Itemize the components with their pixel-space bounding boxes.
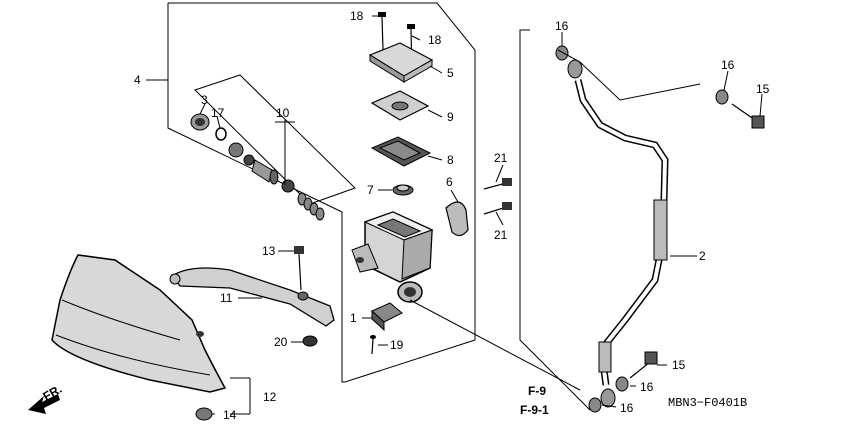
- hand-guard: [51, 254, 227, 421]
- callout-20: 20: [274, 335, 288, 349]
- callout-19: 19: [390, 338, 404, 352]
- callout-16-right: 16: [721, 58, 735, 72]
- callout-14: 14: [223, 408, 237, 422]
- callout-12: 12: [263, 390, 277, 404]
- callout-21-top: 21: [494, 151, 508, 165]
- callout-1: 1: [350, 311, 357, 325]
- callout-18-right: 18: [428, 33, 442, 47]
- callout-21-bottom: 21: [494, 228, 508, 242]
- callout-16-top: 16: [555, 19, 569, 33]
- callout-11: 11: [220, 291, 233, 305]
- callout-15-bottom: 15: [672, 358, 686, 372]
- callout-13: 13: [262, 244, 276, 258]
- callout-4: 4: [134, 73, 141, 87]
- front-marker: FR.: [41, 382, 65, 404]
- hose-outline: [409, 29, 701, 411]
- assembly-outline: [167, 2, 476, 383]
- reference-f9-1: F-9-1: [520, 403, 549, 417]
- callout-16-mid: 16: [640, 380, 654, 394]
- callout-6: 6: [446, 175, 453, 189]
- callout-16-bottom: 16: [620, 401, 634, 415]
- brake-lever: [169, 246, 335, 347]
- callout-18-top: 18: [350, 9, 364, 23]
- diagram-code: MBN3−F0401B: [668, 396, 747, 410]
- holder-clamp: [445, 178, 512, 237]
- callout-8: 8: [447, 153, 454, 167]
- oil-bolts: [629, 103, 765, 379]
- callout-labels: 18 18 5 9 8 7 4 3 17 10 6 21 21 13 11 1 …: [134, 9, 770, 422]
- callout-9: 9: [447, 110, 454, 124]
- leader-lines: [146, 15, 763, 415]
- callout-7: 7: [367, 183, 374, 197]
- callout-10: 10: [276, 106, 290, 120]
- front-arrow-icon: [28, 394, 60, 414]
- brake-hose: [567, 59, 669, 408]
- piston-group-outline: [194, 74, 356, 205]
- callout-2: 2: [699, 249, 706, 263]
- callout-3: 3: [201, 93, 208, 107]
- reference-f9: F-9: [528, 384, 546, 398]
- stop-switch: [370, 302, 403, 355]
- sealing-washers: [555, 45, 729, 413]
- master-cylinder-body: [351, 211, 434, 303]
- reservoir-cap-parts: [368, 12, 434, 196]
- callout-17: 17: [211, 106, 225, 120]
- piston-set: [190, 113, 325, 221]
- callout-15-top: 15: [756, 82, 770, 96]
- callout-5: 5: [447, 66, 454, 80]
